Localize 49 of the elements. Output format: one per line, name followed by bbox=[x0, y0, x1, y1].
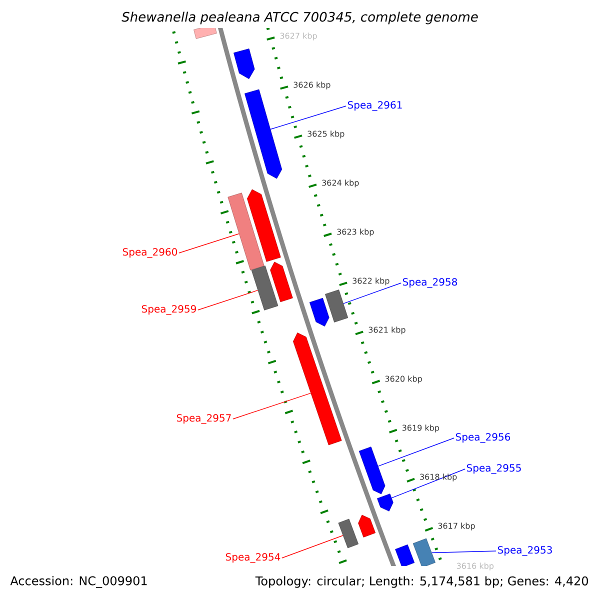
leader-line bbox=[270, 106, 346, 130]
gene-block bbox=[309, 298, 330, 326]
tick-label: 3618 kbp bbox=[420, 474, 457, 482]
gene-block bbox=[395, 544, 415, 566]
tick-label: 3620 kbp bbox=[385, 376, 422, 384]
tick-label: 3616 kbp bbox=[456, 562, 494, 570]
leader-line bbox=[178, 233, 240, 254]
tick-label: 3625 kbp bbox=[308, 130, 344, 138]
gene-label: Spea_2956 bbox=[456, 433, 510, 443]
gene-label: Spea_2953 bbox=[498, 546, 552, 556]
gene-block bbox=[412, 538, 436, 566]
tick-label: 3627 kbp bbox=[280, 32, 317, 40]
gene-block bbox=[293, 332, 342, 446]
leader-line bbox=[282, 535, 344, 558]
gene-block bbox=[338, 518, 359, 548]
tick-label: 3619 kbp bbox=[402, 424, 440, 432]
gene-label: Spea_2958 bbox=[402, 278, 458, 288]
tick-label: 3617 kbp bbox=[438, 522, 475, 530]
gene-label: Spea_2955 bbox=[466, 464, 521, 474]
tick-label: 3623 kbp bbox=[337, 228, 374, 236]
tick-label: 3622 kbp bbox=[352, 278, 390, 286]
gene-block bbox=[228, 192, 264, 270]
gene-block bbox=[270, 262, 293, 302]
gene-label: Spea_2954 bbox=[226, 553, 280, 563]
gene-block bbox=[377, 494, 394, 512]
gene-block bbox=[247, 189, 281, 262]
gene-block bbox=[251, 266, 278, 310]
gene-label: Spea_2957 bbox=[176, 414, 231, 424]
tick-label: 3624 kbp bbox=[322, 180, 359, 188]
gene-block bbox=[325, 290, 348, 322]
gene-block bbox=[194, 28, 217, 39]
genome-info: Topology: circular; Length: 5,174,581 bp; Genes: 4,420 bbox=[255, 576, 588, 588]
gene-label: Spea_2959 bbox=[142, 305, 196, 315]
leader-line bbox=[378, 438, 454, 467]
leader-line bbox=[431, 550, 496, 554]
leader-line bbox=[343, 282, 402, 304]
leader-line bbox=[232, 392, 312, 420]
leader-line bbox=[391, 468, 466, 498]
gene-block bbox=[358, 446, 386, 494]
gene-label: Spea_2960 bbox=[122, 248, 178, 258]
gene-block bbox=[244, 89, 282, 179]
leader-line bbox=[198, 290, 258, 310]
accession-text: Accession: NC_009901 bbox=[10, 576, 147, 588]
gene-block bbox=[234, 48, 255, 80]
gene-block bbox=[358, 514, 376, 538]
tick-label: 3621 kbp bbox=[368, 326, 406, 334]
title: Shewanella pealeana ATCC 700345, complete genome bbox=[122, 12, 478, 24]
tick-label: 3626 kbp bbox=[294, 82, 330, 90]
gene-label: Spea_2961 bbox=[348, 101, 402, 111]
